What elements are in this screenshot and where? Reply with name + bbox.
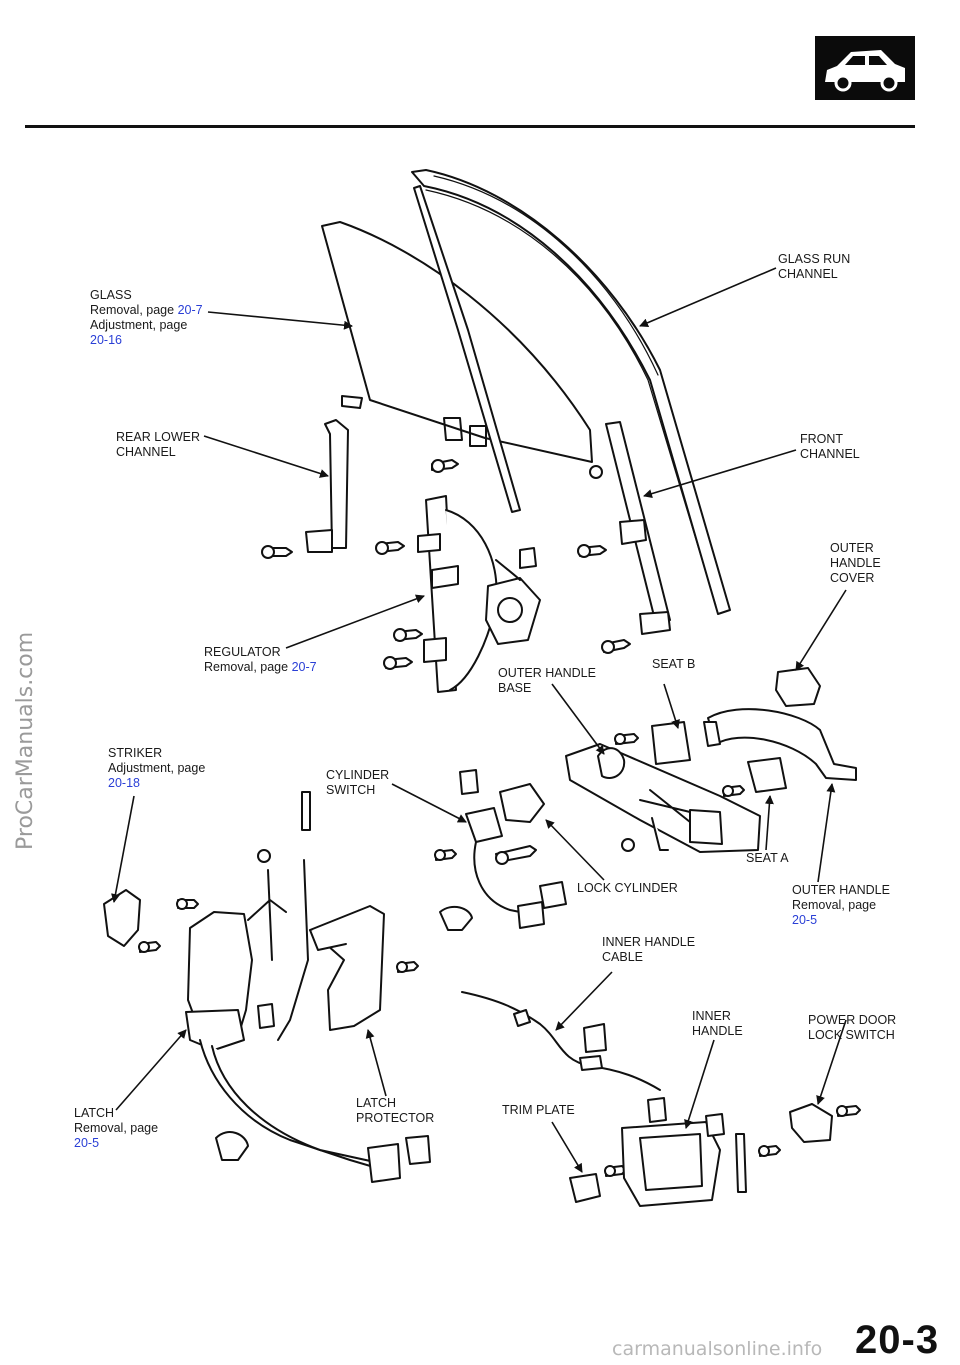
label-seat-b: SEAT B <box>652 657 696 671</box>
label-lock-cylinder: LOCK CYLINDER <box>577 881 678 895</box>
label-glass-adjustment: Adjustment, page <box>90 318 188 332</box>
link-glass-adjustment[interactable]: 20-16 <box>90 333 122 347</box>
power-door-lock-switch-part <box>789 1103 833 1143</box>
label-front-channel: FRONT CHANNEL <box>800 432 860 462</box>
label-striker-name: STRIKER <box>108 746 163 760</box>
glass-part <box>321 221 593 463</box>
outer-handle-cover-part <box>775 667 821 707</box>
label-outer-handle-base: OUTER HANDLE BASE <box>498 666 596 696</box>
label-outer-handle-cover-l3: COVER <box>830 571 875 585</box>
label-latch-name: LATCH <box>74 1106 115 1120</box>
label-outer-handle: OUTER HANDLE Removal, page 20-5 <box>792 883 890 928</box>
label-glass-run-channel: GLASS RUN CHANNEL <box>778 252 850 282</box>
label-inner-handle: INNER HANDLE <box>692 1009 743 1039</box>
seat-a-part <box>747 757 787 793</box>
label-striker-adjustment: Adjustment, page <box>108 761 206 775</box>
inner-handle-cable-part <box>461 991 661 1091</box>
label-power-door-lock-switch: POWER DOOR LOCK SWITCH <box>808 1013 896 1043</box>
side-watermark-text: ProCarManuals.com <box>13 632 38 850</box>
inner-handle-part <box>621 1097 747 1207</box>
link-latch-removal[interactable]: 20-5 <box>74 1136 100 1150</box>
label-latch-protector-l1: LATCH <box>356 1096 397 1110</box>
label-cylinder-switch: CYLINDER SWITCH <box>326 768 389 798</box>
label-power-door-lock-switch-l2: LOCK SWITCH <box>808 1028 895 1042</box>
label-power-door-lock-switch-l1: POWER DOOR <box>808 1013 897 1027</box>
label-outer-handle-cover: OUTER HANDLE COVER <box>830 541 881 586</box>
label-rear-lower-channel-l1: REAR LOWER <box>116 430 201 444</box>
label-inner-handle-cable-l1: INNER HANDLE <box>602 935 696 949</box>
regulator-part <box>417 495 541 693</box>
label-front-channel-l2: CHANNEL <box>800 447 860 461</box>
label-outer-handle-cover-l1: OUTER <box>830 541 874 555</box>
latch-part <box>185 791 431 1183</box>
lock-cylinder-part <box>439 769 567 931</box>
rear-lower-channel-part <box>305 419 349 553</box>
label-rear-lower-channel-l2: CHANNEL <box>116 445 176 459</box>
glass-run-channel-part <box>411 169 731 615</box>
label-seat-a: SEAT A <box>746 851 789 865</box>
page-number: 20-3 <box>855 1318 940 1362</box>
label-latch: LATCH Removal, page 20-5 <box>74 1106 158 1151</box>
footer-watermark: carmanualsonline.info <box>612 1338 823 1360</box>
label-inner-handle-cable: INNER HANDLE CABLE <box>602 935 695 965</box>
header-rule <box>25 125 915 128</box>
label-rear-lower-channel: REAR LOWER CHANNEL <box>116 430 200 460</box>
side-watermark: ProCarManuals.com <box>13 632 38 850</box>
label-striker: STRIKER Adjustment, page 20-18 <box>108 746 205 791</box>
label-latch-removal: Removal, page <box>74 1121 159 1135</box>
label-outer-handle-base-l1: OUTER HANDLE <box>498 666 596 680</box>
car-icon <box>815 36 915 100</box>
label-outer-handle-cover-l2: HANDLE <box>830 556 881 570</box>
label-glass-removal: Removal, page <box>90 303 178 317</box>
label-outer-handle-removal: Removal, page <box>792 898 877 912</box>
label-regulator-name: REGULATOR <box>204 645 281 659</box>
label-glass-name: GLASS <box>90 288 132 302</box>
latch-protector-part <box>309 905 385 1031</box>
label-latch-protector-l2: PROTECTOR <box>356 1111 435 1125</box>
label-inner-handle-l1: INNER <box>692 1009 731 1023</box>
label-glass-run-channel-l2: CHANNEL <box>778 267 838 281</box>
link-regulator-removal[interactable]: 20-7 <box>291 660 317 674</box>
label-inner-handle-cable-l2: CABLE <box>602 950 643 964</box>
outer-handle-part <box>703 708 857 781</box>
label-trim-plate: TRIM PLATE <box>502 1103 575 1117</box>
label-glass-run-channel-l1: GLASS RUN <box>778 252 851 266</box>
label-glass: GLASS Removal, page 20-7 Adjustment, pag… <box>90 288 203 348</box>
label-regulator: REGULATOR Removal, page 20-7 <box>204 645 317 675</box>
label-inner-handle-l2: HANDLE <box>692 1024 743 1038</box>
label-cylinder-switch-l2: SWITCH <box>326 783 376 797</box>
striker-part <box>103 889 141 947</box>
seat-b-part <box>651 721 691 765</box>
trim-plate-part <box>569 1173 601 1203</box>
label-outer-handle-name: OUTER HANDLE <box>792 883 890 897</box>
outer-handle-base-part <box>565 743 761 853</box>
label-front-channel-l1: FRONT <box>800 432 844 446</box>
label-regulator-removal: Removal, page <box>204 660 292 674</box>
label-outer-handle-base-l2: BASE <box>498 681 532 695</box>
label-cylinder-switch-l1: CYLINDER <box>326 768 390 782</box>
label-latch-protector: LATCH PROTECTOR <box>356 1096 434 1126</box>
link-outer-handle-removal[interactable]: 20-5 <box>792 913 818 927</box>
link-striker-adjustment[interactable]: 20-18 <box>108 776 140 790</box>
link-glass-removal[interactable]: 20-7 <box>177 303 203 317</box>
front-channel-part <box>605 421 671 635</box>
